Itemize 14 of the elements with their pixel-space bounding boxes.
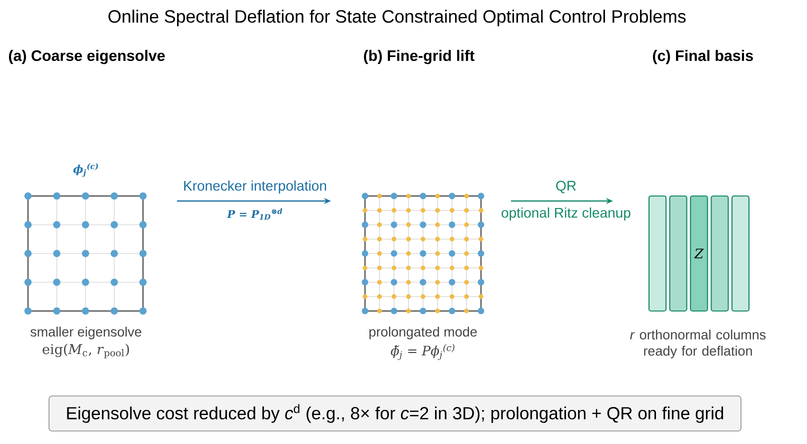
panel-heading: (b) Fine-grid lift — [364, 50, 474, 64]
formula: ϕ̃$_{j}$ = Pϕ$_{j}$(c) — [390, 344, 454, 360]
node-label: prolongated mode — [369, 326, 477, 340]
note-box: Eigensolve cost reduced by c$^{d}$ (e.g., 8× for c=2 in 3D); prolongation + QR on fine grid — [48, 396, 742, 432]
node-label: smaller eigensolve — [30, 326, 142, 340]
formula: eig(M$_{c}$, r$_{pool}$) — [42, 344, 129, 358]
panel-heading: (c) Final basis — [652, 50, 753, 64]
column-stack: Z — [648, 195, 750, 312]
edge-label: QR — [556, 180, 576, 194]
title: Online Spectral Deflation for State Constrained Optimal Control Problems — [108, 10, 686, 26]
node-label: r orthonormal columns ready for deflation — [630, 330, 766, 358]
annotation: optional Ritz cleanup — [502, 207, 630, 220]
edge-label: Kronecker interpolation — [184, 180, 326, 194]
panel-heading: (a) Coarse eigensolve — [8, 50, 165, 64]
